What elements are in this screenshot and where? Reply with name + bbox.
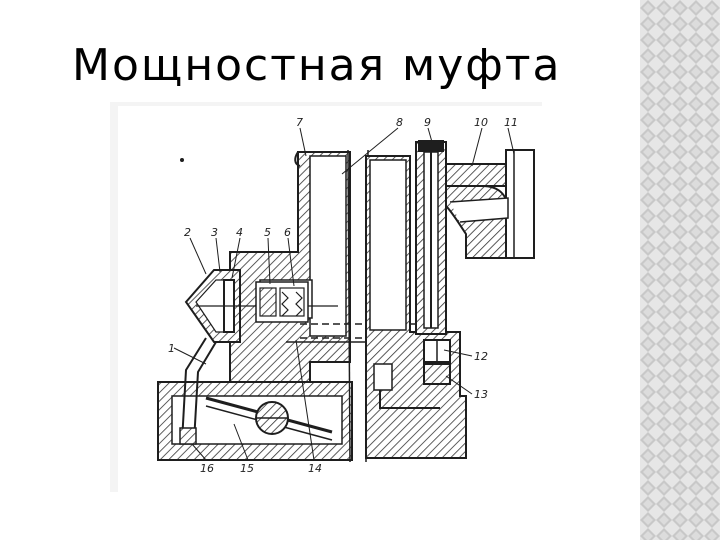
label-14: 14 bbox=[308, 462, 322, 475]
decorative-pattern-strip bbox=[640, 0, 720, 540]
conical-nozzle bbox=[184, 269, 338, 343]
label-3: 3 bbox=[211, 226, 218, 239]
label-13: 13 bbox=[474, 388, 488, 401]
coupling-diagram: 1 2 3 4 5 6 7 8 9 10 11 12 13 14 15 16 bbox=[110, 102, 542, 492]
label-8: 8 bbox=[396, 116, 403, 129]
label-4: 4 bbox=[236, 226, 243, 239]
label-7: 7 bbox=[296, 116, 303, 129]
label-12: 12 bbox=[474, 350, 488, 363]
base-housing bbox=[157, 381, 353, 461]
label-11: 11 bbox=[504, 116, 518, 129]
label-15: 15 bbox=[240, 462, 254, 475]
label-5: 5 bbox=[264, 226, 271, 239]
marker-dot bbox=[180, 158, 184, 162]
coupling-drawing: 1 2 3 4 5 6 7 8 9 10 11 12 13 14 15 16 bbox=[118, 106, 542, 492]
leader-lines bbox=[173, 127, 515, 461]
label-16: 16 bbox=[200, 462, 214, 475]
rod-9 bbox=[415, 140, 447, 335]
seals-12-13 bbox=[423, 339, 451, 385]
pipe-1 bbox=[179, 337, 217, 445]
slide-title: Мощностная муфта bbox=[72, 40, 562, 91]
label-10: 10 bbox=[474, 116, 488, 129]
label-2: 2 bbox=[184, 226, 191, 239]
label-6: 6 bbox=[284, 226, 291, 239]
connector-10-11 bbox=[445, 149, 535, 259]
label-1: 1 bbox=[168, 342, 175, 355]
label-9: 9 bbox=[424, 116, 431, 129]
spring-valve-block bbox=[255, 281, 309, 323]
